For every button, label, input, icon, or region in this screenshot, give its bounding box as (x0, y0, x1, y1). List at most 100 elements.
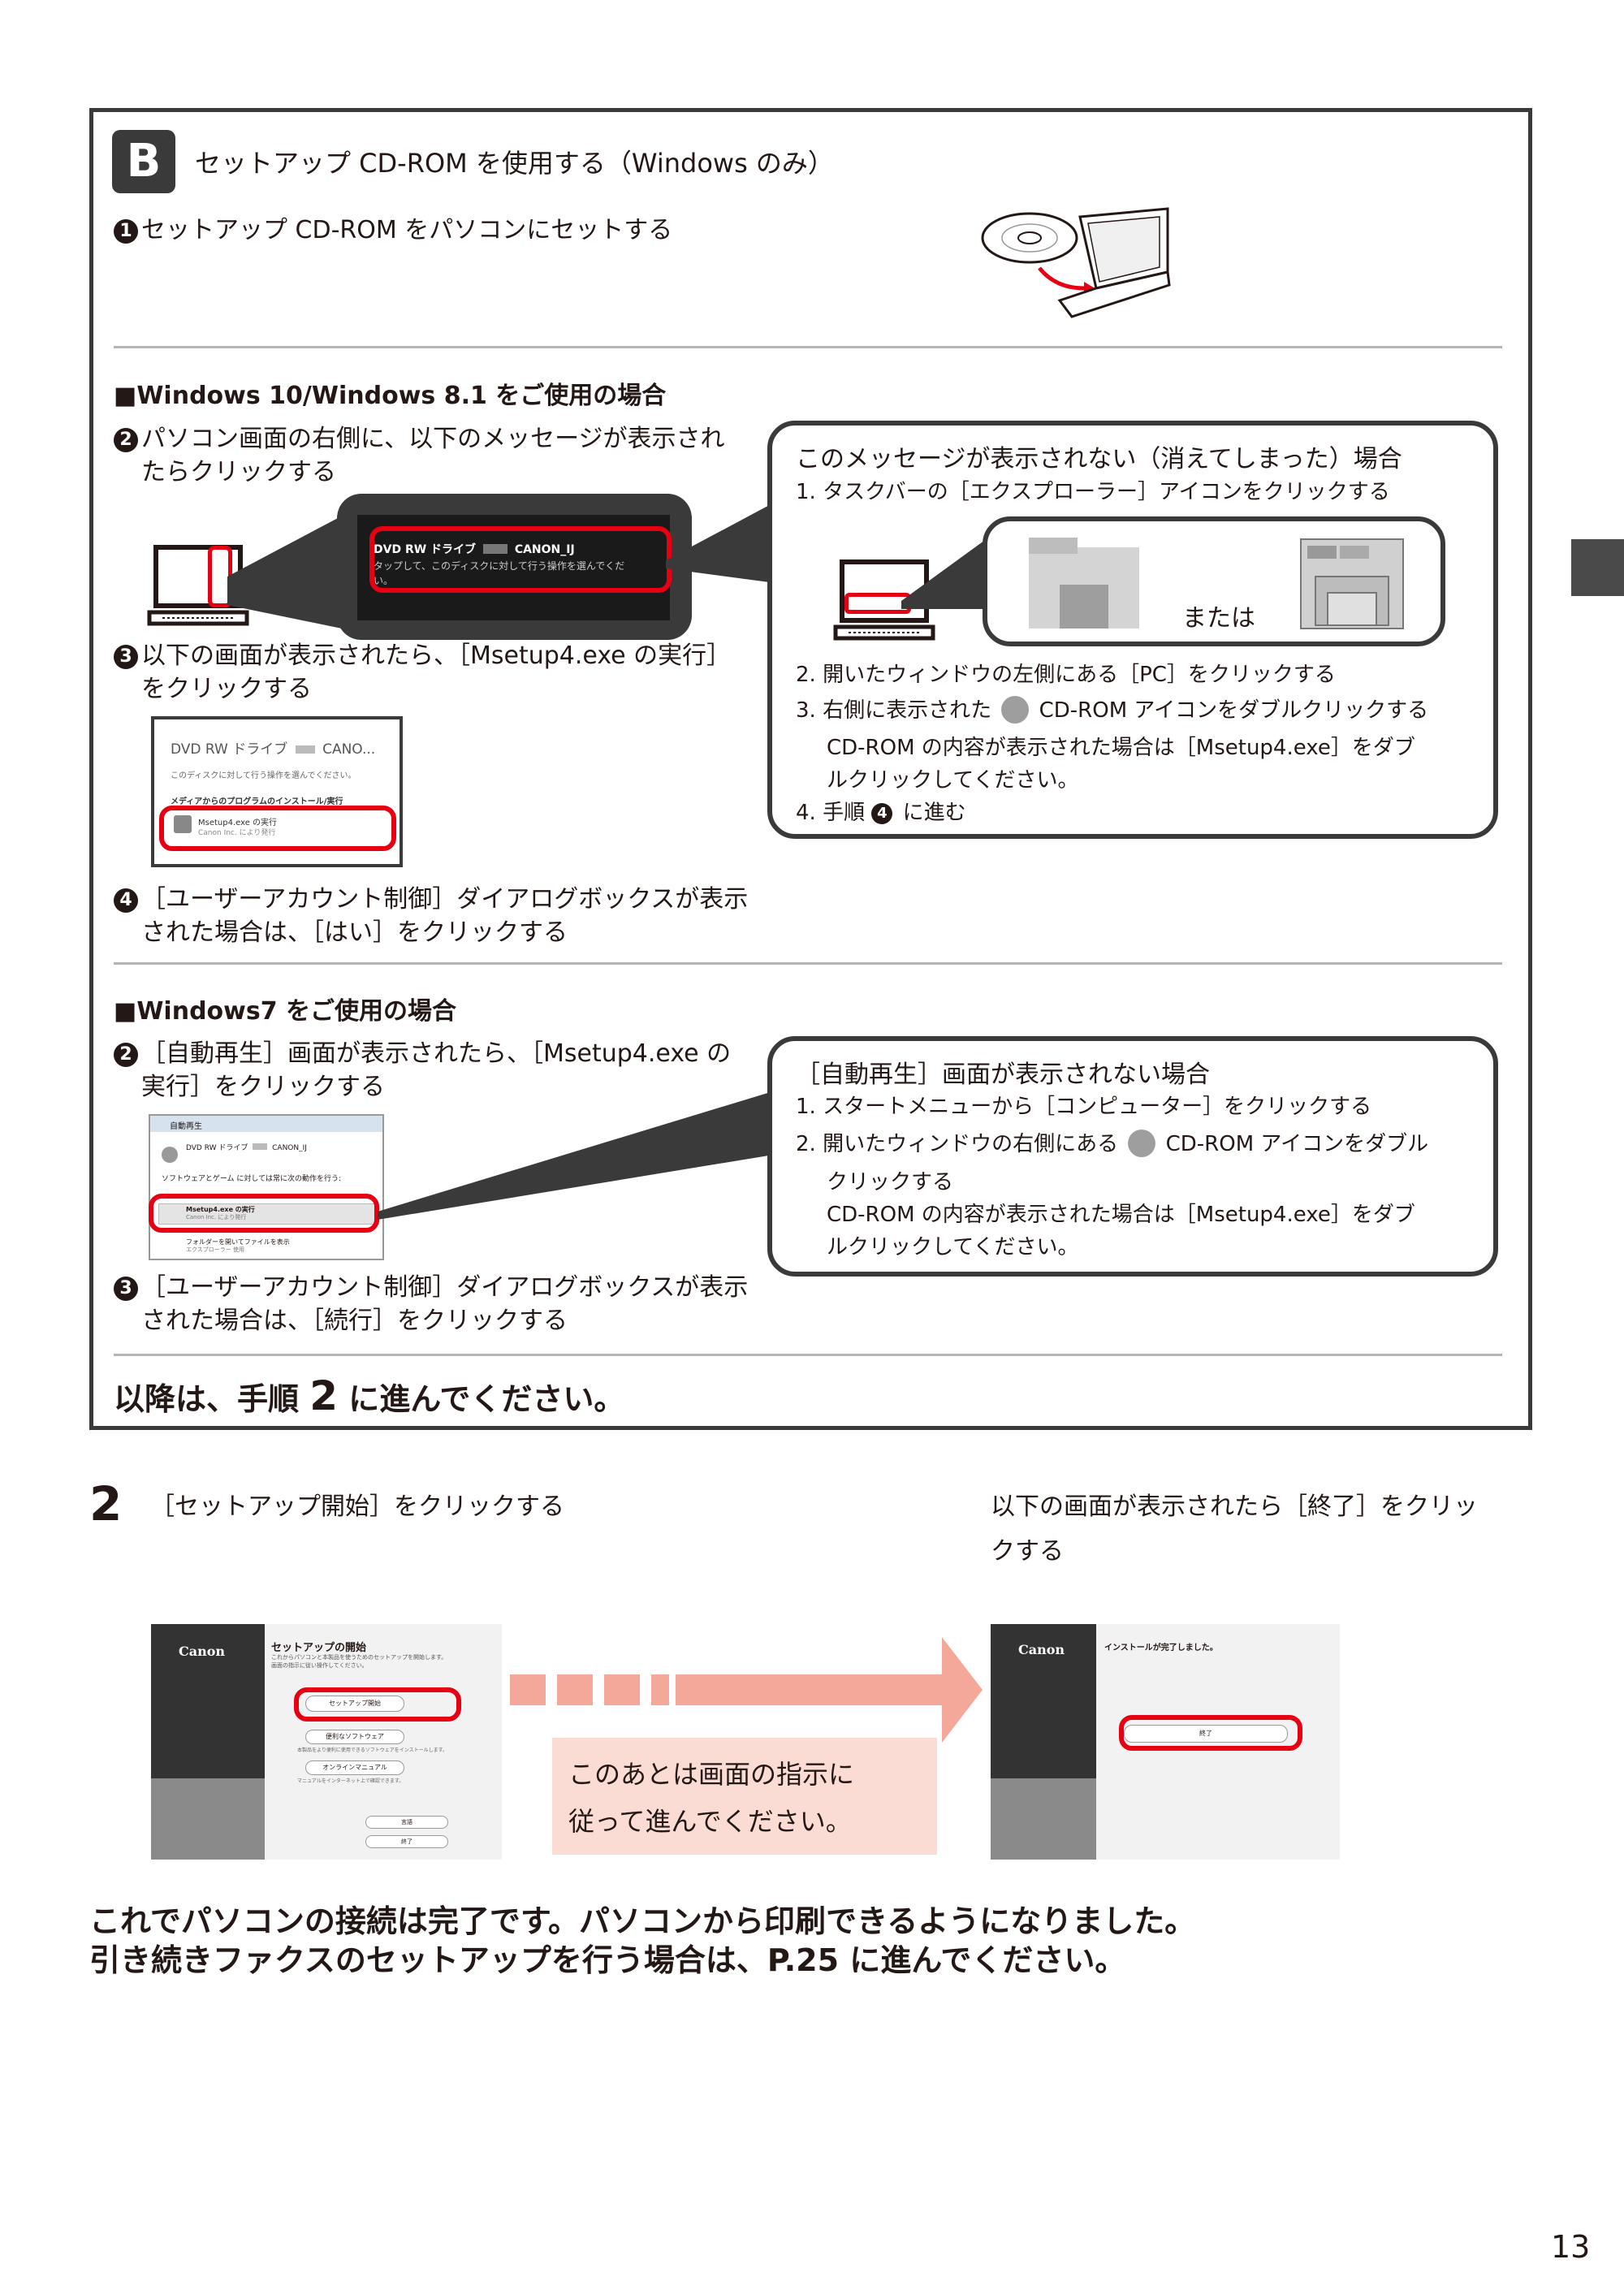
setup-start-highlight (294, 1687, 461, 1722)
win10-note-l3b: CD-ROM アイコンをダブルクリックする (1039, 698, 1429, 723)
step2-right-line1: 以下の画面が表示されたら［終了］をクリッ (991, 1493, 1478, 1521)
step-number-4: 4 (114, 888, 138, 913)
step2-text: ［セットアップ開始］をクリックする (150, 1493, 564, 1521)
step2-number: 2 (89, 1476, 123, 1531)
canon-logo: Canon (179, 1644, 226, 1659)
after-pre: 以降は、手順 (114, 1381, 300, 1417)
finish-highlight (1119, 1715, 1302, 1751)
dialog-folder2: エクスプローラー 使用 (186, 1246, 245, 1253)
conclusion-line2: 引き続きファクスのセットアップを行う場合は、P.25 に進んでください。 (89, 1942, 1126, 1978)
step-number-3: 3 (114, 645, 138, 669)
instruction-callout (552, 1738, 937, 1855)
win7-step2: 2［自動再生］画面が表示されたら、［Msetup4.exe の (114, 1033, 731, 1069)
step-number-4-ref: 4 (871, 803, 893, 824)
callout-line1: このあとは画面の指示に (568, 1759, 855, 1790)
exit-button[interactable]: 終了 (365, 1835, 448, 1848)
step1-label: セットアップ CD-ROM をパソコンにセットする (141, 216, 673, 244)
win10-note-l3d: ルクリックしてください。 (827, 768, 1079, 793)
manual-button[interactable]: オンラインマニュアル (305, 1760, 404, 1775)
cd-icon (174, 815, 192, 833)
arrow-dash (510, 1674, 546, 1705)
win10-note-l4: 4. 手順 4 に進む (796, 796, 966, 826)
screen1-sub2: 画面の指示に従い操作してください。 (271, 1662, 368, 1669)
divider (114, 962, 1502, 965)
toast-body: タップして、このディスクに対して行う操作を選んでくだ (374, 560, 625, 572)
finish-button[interactable]: 終了 (1124, 1725, 1288, 1743)
dialog-folder1[interactable]: フォルダーを開いてファイルを表示 (186, 1238, 290, 1246)
win10-note-l1: 1. タスクバーの［エクスプローラー］アイコンをクリックする (796, 480, 1390, 504)
cd-rom-icon (1001, 696, 1030, 724)
setup-start-button[interactable]: セットアップ開始 (305, 1696, 404, 1712)
cd-rom-icon (1128, 1130, 1156, 1157)
win10-note-l3c: CD-ROM の内容が表示された場合は［Msetup4.exe］をダブ (827, 736, 1415, 760)
step-number-2: 2 (114, 1043, 138, 1067)
arrow-dash (557, 1674, 593, 1705)
toast-highlight (369, 526, 672, 593)
dialog-title: DVD RW ドライブ (171, 741, 288, 758)
msetup-highlight (159, 806, 396, 851)
step-number-3: 3 (114, 1277, 138, 1301)
win7-note-box (767, 1036, 1498, 1277)
explorer-icon-alt[interactable] (1299, 536, 1405, 633)
win7-heading: ■Windows7 をご使用の場合 (114, 997, 457, 1026)
win10-note-l2: 2. 開いたウィンドウの左側にある［PC］をクリックする (796, 663, 1336, 687)
win10-step2-line1: パソコン画面の右側に、以下のメッセージが表示され (141, 425, 725, 453)
after-post: に進んでください。 (348, 1381, 625, 1417)
title-bar (150, 1116, 382, 1132)
dialog-line2: メディアからのプログラムのインストール/実行 (171, 797, 343, 806)
language-button[interactable]: 言語 (365, 1816, 448, 1829)
dialog-drive: CANO... (322, 741, 376, 758)
dialog-drive: DVD RW ドライブ (186, 1144, 248, 1152)
callout-line2: 従って進んでください。 (568, 1806, 852, 1837)
win10-step2-line2: たらクリックする (141, 458, 336, 486)
win7-step2-line1: ［自動再生］画面が表示されたら、［Msetup4.exe の (141, 1039, 732, 1068)
canon-logo: Canon (1018, 1642, 1065, 1657)
win7-step3-line1: ［ユーザーアカウント制御］ダイアログボックスが表示 (141, 1273, 749, 1302)
toast-drive: CANON_IJ (514, 543, 575, 556)
conclusion-line1: これでパソコンの接続は完了です。パソコンから印刷できるようになりました。 (89, 1903, 1196, 1939)
dialog-item2: Canon Inc. により発行 (198, 829, 276, 837)
cd-icon (162, 1147, 178, 1163)
manual-desc: マニュアルをインターネット上で確認できます。 (297, 1778, 404, 1784)
photo-lower (151, 1778, 265, 1860)
drive-blur (482, 544, 508, 554)
toast-notification[interactable]: DVD RW ドライブ CANON_IJ タップして、このディスクに対して行う操… (357, 515, 670, 620)
dialog-drive-name: CANON_IJ (272, 1144, 307, 1152)
drive-blur (295, 745, 315, 754)
win10-note-l3: 3. 右側に表示された CD-ROM アイコンをダブルクリックする (796, 693, 1428, 724)
note-wedge (666, 495, 788, 585)
dialog-item2: Canon Inc. により発行 (186, 1214, 247, 1220)
dialog-line1: このディスクに対して行う操作を選んでください。 (171, 771, 356, 780)
arrow-dash (604, 1674, 640, 1705)
win10-step4-line2: された場合は、［はい］をクリックする (141, 918, 568, 947)
software-desc: 本製品をより便利に使用できるソフトウェアをインストールします。 (297, 1748, 448, 1753)
callout-wedge (227, 503, 365, 633)
win7-note-l1: 1. スタートメニューから［コンピューター］をクリックする (796, 1095, 1372, 1119)
or-text: または (1182, 604, 1255, 633)
install-complete-screen: Canon インストールが完了しました。 終了 (991, 1624, 1340, 1860)
dialog-item1[interactable]: Msetup4.exe の実行 (198, 819, 278, 827)
arrow-dash (651, 1674, 669, 1705)
section-b-box (89, 108, 1532, 1430)
win7-msetup-highlight (149, 1194, 379, 1233)
win10-note-l4a: 4. 手順 (796, 801, 866, 825)
win7-note-l2c: クリックする (827, 1170, 954, 1195)
dialog-check[interactable]: ソフトウェアとゲーム に対しては常に次の動作を行う: (162, 1175, 341, 1183)
step-number-1: 1 (114, 219, 138, 244)
msetup-option[interactable] (158, 1203, 379, 1225)
win7-step3: 3［ユーザーアカウント制御］ダイアログボックスが表示 (114, 1267, 748, 1303)
screen2-title: インストールが完了しました。 (1104, 1644, 1218, 1652)
dialog-title: 自動再生 (170, 1122, 202, 1131)
step2-right-line2: クする (991, 1537, 1064, 1566)
win7-note-l2: 2. 開いたウィンドウの右側にある CD-ROM アイコンをダブル (796, 1127, 1428, 1157)
win10-step3-line1: 以下の画面が表示されたら、［Msetup4.exe の実行］ (141, 642, 732, 670)
drive-blur (253, 1143, 268, 1150)
explorer-icon[interactable] (1027, 536, 1141, 633)
toast-title: DVD RW ドライブ (374, 543, 477, 556)
win10-step4: 4［ユーザーアカウント制御］ダイアログボックスが表示 (114, 879, 748, 914)
win7-note-l2d: CD-ROM の内容が表示された場合は［Msetup4.exe］をダブ (827, 1203, 1415, 1227)
software-button[interactable]: 便利なソフトウェア (305, 1730, 404, 1744)
divider (114, 346, 1502, 348)
